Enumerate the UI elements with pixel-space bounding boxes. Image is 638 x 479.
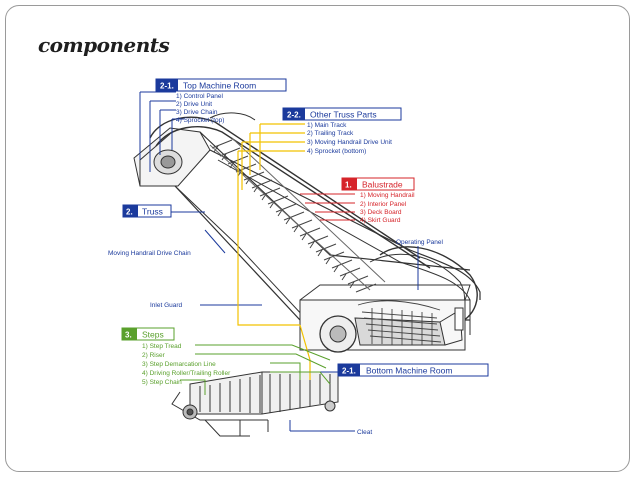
- steps-item: 4) Driving Roller/Trailing Roller: [142, 370, 231, 377]
- label-steps: 3. Steps 1) Step Tread 2) Riser 3) Step …: [121, 327, 231, 386]
- label-top-machine-room: 2-1. Top Machine Room 1) Control Panel 2…: [155, 78, 287, 124]
- other-truss-parts-item: 4) Sprocket (bottom): [307, 148, 366, 155]
- top-machine-room-title: Top Machine Room: [183, 81, 256, 91]
- callout-moving-handrail-drive-chain: Moving Handrail Drive Chain: [108, 250, 191, 257]
- other-truss-parts-num: 2-2.: [287, 111, 301, 120]
- other-truss-parts-title: Other Truss Parts: [310, 110, 377, 120]
- label-bottom-machine-room: 2-1. Bottom Machine Room: [337, 363, 489, 377]
- step-detail: [171, 371, 339, 437]
- truss-title: Truss: [142, 207, 163, 217]
- leaders-red: [300, 193, 355, 221]
- callout-inlet-guard: Inlet Guard: [150, 302, 183, 309]
- steps-item: 3) Step Demarcation Line: [142, 361, 216, 368]
- steps-item: 2) Riser: [142, 352, 166, 359]
- steps-item: 5) Step Chain: [142, 379, 182, 386]
- slide-title: components: [38, 33, 170, 57]
- balustrade-item: 1) Moving Handrail: [360, 192, 415, 199]
- escalator-steps: [209, 137, 386, 293]
- steps-num: 3.: [125, 331, 132, 340]
- callout-operating-panel: Operating Panel: [396, 239, 444, 246]
- callout-cleat: Cleat: [357, 429, 372, 436]
- balustrade-item: 2) Interior Panel: [360, 201, 407, 208]
- top-machine-room-item: 1) Control Panel: [176, 93, 224, 100]
- leaders-blue: [139, 91, 419, 432]
- label-other-truss-parts: 2-2. Other Truss Parts 1) Main Track 2) …: [282, 107, 402, 155]
- top-machine-room-item: 4) Sprocket (top): [176, 117, 224, 124]
- other-truss-parts-item: 2) Trailing Track: [307, 130, 354, 137]
- other-truss-parts-item: 3) Moving Handrail Drive Unit: [307, 139, 392, 146]
- top-machine-room-item: 3) Drive Chain: [176, 109, 218, 116]
- steps-title: Steps: [142, 330, 164, 340]
- bottom-machine-room-num: 2-1.: [342, 367, 356, 376]
- leaders-green: [180, 344, 331, 395]
- top-machine-room-item: 2) Drive Unit: [176, 101, 212, 108]
- balustrade-item: 3) Deck Board: [360, 209, 402, 216]
- label-truss: 2. Truss: [122, 204, 172, 218]
- balustrade-title: Balustrade: [362, 180, 403, 190]
- leaders-yellow: [237, 123, 311, 380]
- balustrade-num: 1.: [345, 181, 352, 190]
- label-balustrade: 1. Balustrade 1) Moving Handrail 2) Inte…: [341, 177, 415, 224]
- truss-num: 2.: [126, 208, 133, 217]
- balustrade-item: 4) Skirt Guard: [360, 217, 401, 224]
- other-truss-parts-item: 1) Main Track: [307, 122, 347, 129]
- top-machine-room-num: 2-1.: [160, 82, 174, 91]
- bottom-machine-room-title: Bottom Machine Room: [366, 366, 452, 376]
- steps-item: 1) Step Tread: [142, 343, 182, 350]
- step-band-bottom: [357, 300, 442, 345]
